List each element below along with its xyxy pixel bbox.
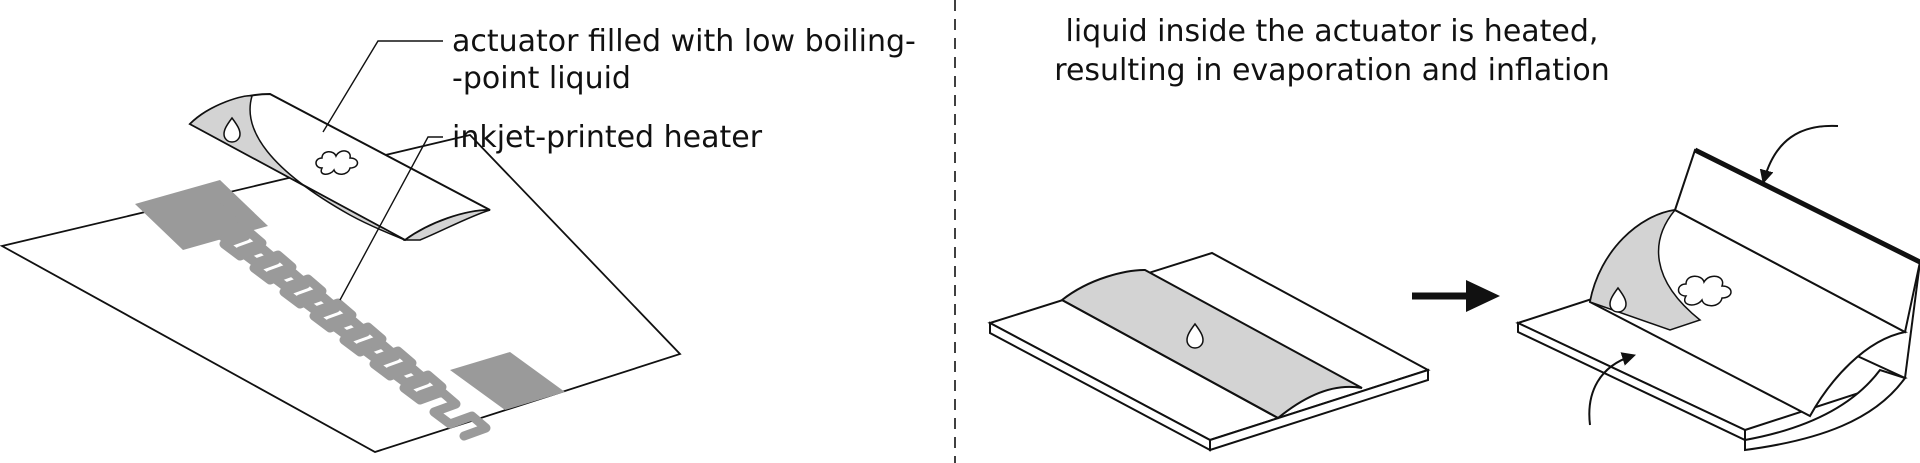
label-actuator-line2: -point liquid <box>452 61 631 96</box>
caption-line2: resulting in evaporation and inflation <box>1054 53 1609 88</box>
curved-arrow-icon <box>1759 124 1839 185</box>
right-panel: liquid inside the actuator is heated, re… <box>987 14 1920 452</box>
label-actuator-line1: actuator filled with low boiling- <box>452 24 916 59</box>
left-panel: actuator filled with low boiling- -point… <box>0 24 916 453</box>
droplet-icon <box>223 116 241 143</box>
actuator-before <box>987 251 1431 452</box>
cloud-icon <box>1677 275 1732 307</box>
arrow-right-icon <box>1412 280 1500 312</box>
droplet-icon <box>1186 322 1204 349</box>
heater-trace-2 <box>191 202 447 400</box>
leader-line-actuator <box>322 40 443 133</box>
caption-line1: liquid inside the actuator is heated, <box>1066 14 1599 49</box>
actuator-after <box>1515 147 1920 452</box>
leader-line-heater <box>339 136 443 301</box>
droplet-icon <box>1609 286 1627 313</box>
actuator-end-cap <box>402 209 491 241</box>
label-heater: inkjet-printed heater <box>452 120 763 155</box>
cloud-icon <box>315 150 359 175</box>
curved-arrow-icon <box>1588 352 1637 426</box>
heater-pad-right <box>450 352 565 410</box>
